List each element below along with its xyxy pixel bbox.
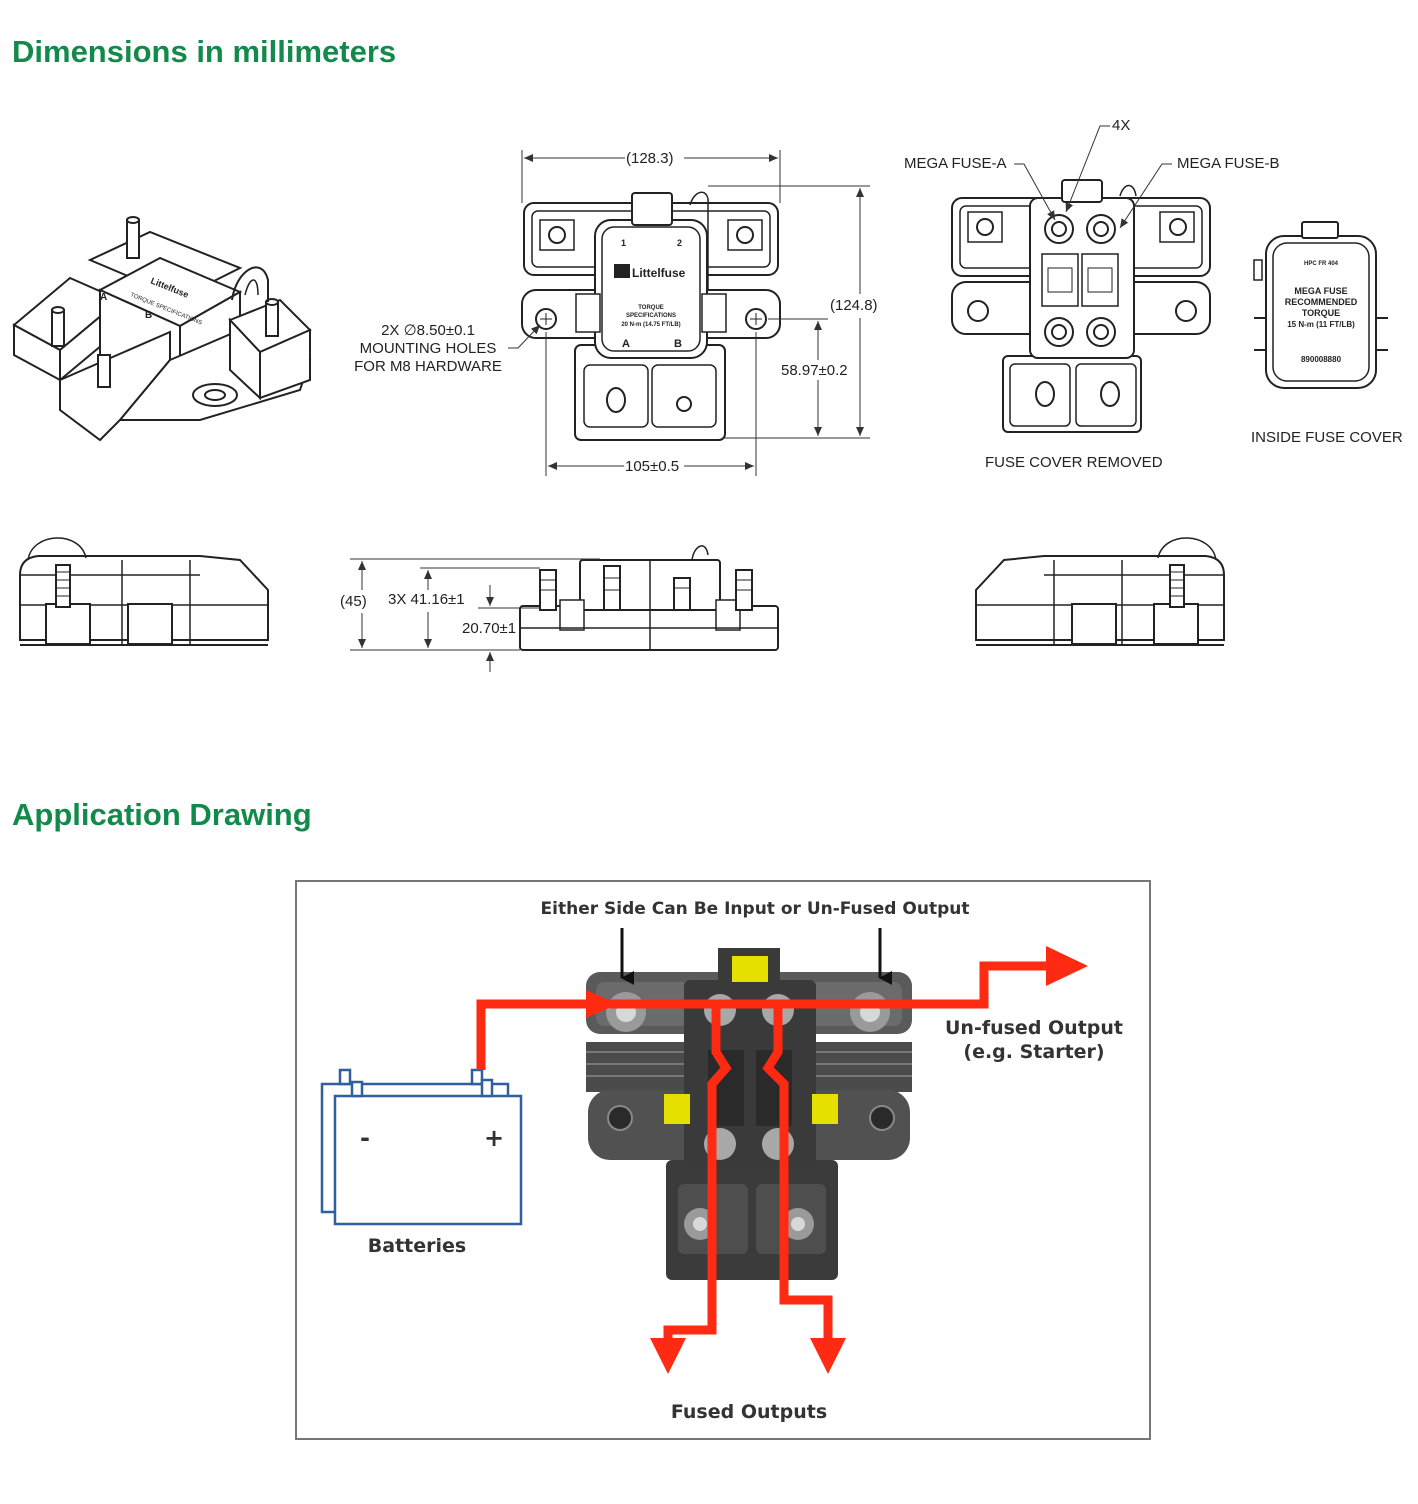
label-mega-fuse-a: MEGA FUSE-A	[904, 155, 1007, 172]
label-4x: 4X	[1112, 117, 1131, 134]
top-view-dimension-lines	[508, 150, 870, 476]
label-either-side: Either Side Can Be Input or Un-Fused Out…	[540, 899, 970, 919]
svg-text:TORQUE: TORQUE	[1302, 308, 1340, 318]
application-heading: Application Drawing	[12, 797, 312, 832]
svg-text:B: B	[145, 310, 152, 321]
svg-text:1: 1	[621, 238, 626, 248]
flow-arrowheads	[586, 946, 1088, 1374]
current-flow-path	[476, 961, 1050, 1340]
side-view-left	[19, 537, 269, 646]
mounting-holes-note: 2X ∅8.50±0.1 MOUNTING HOLES FOR M8 HARDW…	[354, 322, 502, 375]
label-batteries: Batteries	[367, 1235, 467, 1257]
side-view-center	[519, 545, 779, 651]
label-inside-fuse-cover: INSIDE FUSE COVER	[1251, 429, 1403, 446]
fuse-cover-removed-view	[951, 179, 1211, 433]
fuse-cover-leaders	[1014, 125, 1172, 229]
dim-overall-width: (128.3)	[626, 150, 674, 167]
svg-text:MEGA FUSE: MEGA FUSE	[1294, 286, 1347, 296]
battery-icon: - +	[320, 1068, 523, 1226]
side-view-dimension-lines	[350, 558, 600, 672]
svg-text:A: A	[100, 292, 107, 303]
inside-fuse-cover-view: HPC FR 404 MEGA FUSE RECOMMENDED TORQUE …	[1253, 221, 1388, 389]
side-view-right	[975, 537, 1225, 646]
svg-text:890008880: 890008880	[1301, 355, 1342, 364]
svg-text:2: 2	[677, 238, 682, 248]
svg-text:+: +	[484, 1124, 504, 1152]
svg-text:HPC FR 404: HPC FR 404	[1304, 261, 1339, 267]
dim-mount-height: 58.97±0.2	[781, 362, 848, 379]
svg-text:TORQUE: TORQUE	[638, 305, 664, 311]
label-unfused-output: Un-fused Output (e.g. Starter)	[944, 1017, 1123, 1063]
dim-total-depth: (45)	[340, 593, 367, 610]
isometric-view: Littelfuse TORQUE SPECIFICATIONS A B	[12, 216, 312, 442]
label-fused-outputs: Fused Outputs	[670, 1401, 828, 1423]
svg-text:20 N-m (14.75 FT/LB): 20 N-m (14.75 FT/LB)	[621, 322, 680, 328]
dim-base-height: 20.70±1	[462, 620, 517, 637]
label-mega-fuse-b: MEGA FUSE-B	[1177, 155, 1280, 172]
svg-text:15 N-m (11 FT/LB): 15 N-m (11 FT/LB)	[1287, 320, 1355, 329]
input-indicator-arrows	[620, 928, 892, 985]
label-fuse-cover-removed: FUSE COVER REMOVED	[985, 454, 1163, 471]
dimension-drawings: Littelfuse TORQUE SPECIFICATIONS A B 1 2…	[12, 125, 1388, 672]
svg-text:B: B	[674, 338, 682, 350]
top-view: 1 2 Littelfuse TORQUE SPECIFICATIONS 20 …	[521, 191, 781, 441]
dim-hole-spacing: 105±0.5	[625, 458, 680, 475]
svg-text:Littelfuse: Littelfuse	[632, 266, 686, 280]
distribution-block-photo	[586, 948, 912, 1280]
svg-text:A: A	[622, 338, 630, 350]
dim-stud-height: 3X 41.16±1	[388, 591, 465, 608]
svg-text:SPECIFICATIONS: SPECIFICATIONS	[626, 313, 676, 319]
dim-overall-height: (124.8)	[830, 297, 878, 314]
svg-text:-: -	[360, 1124, 370, 1152]
dimensions-heading: Dimensions in millimeters	[12, 34, 397, 69]
svg-text:RECOMMENDED: RECOMMENDED	[1285, 297, 1358, 307]
